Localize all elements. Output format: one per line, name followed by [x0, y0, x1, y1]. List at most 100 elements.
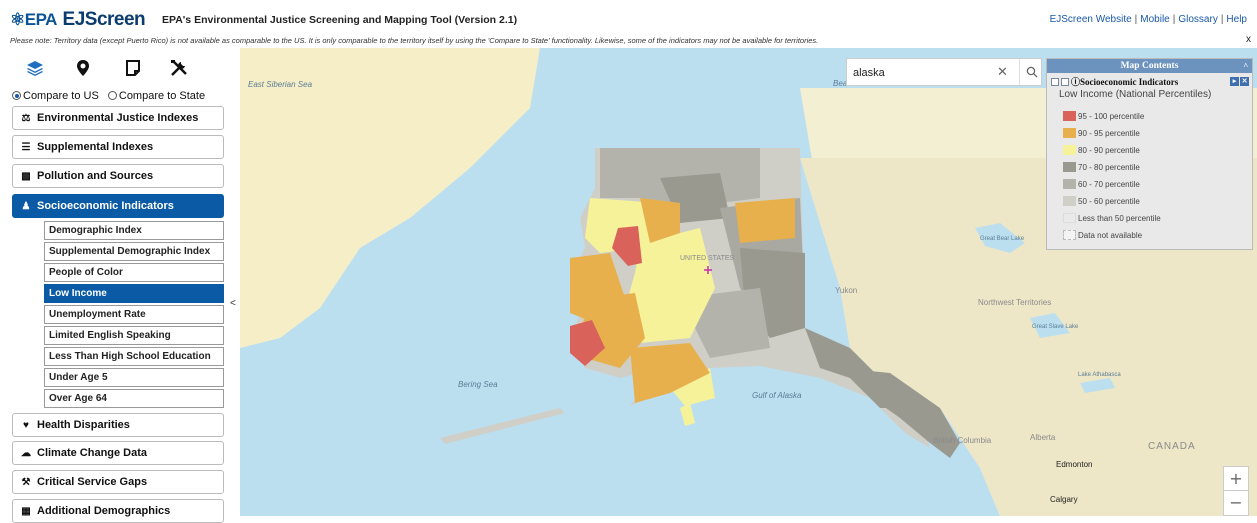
link-help[interactable]: Help: [1226, 14, 1247, 25]
clear-search-icon[interactable]: ✕: [997, 65, 1008, 80]
legend-swatch: [1063, 145, 1076, 155]
scales-icon: ⚖: [21, 112, 31, 124]
legend-title: Low Income (National Percentiles): [1059, 89, 1212, 100]
legend-swatch: [1063, 179, 1076, 189]
label-calgary: Calgary: [1050, 495, 1078, 504]
label-edmonton: Edmonton: [1056, 460, 1093, 469]
category-socioeconomic-indicators[interactable]: ♟Socioeconomic Indicators: [12, 194, 224, 218]
label-great-slave-lake: Great Slave Lake: [1032, 324, 1079, 330]
compare-state-radio[interactable]: [107, 91, 117, 100]
sidebar-tabs: [8, 52, 224, 86]
tab-layers[interactable]: [14, 52, 56, 84]
tab-reports[interactable]: [112, 52, 154, 84]
label-yukon: Yukon: [835, 286, 858, 295]
zoom-out-button[interactable]: −: [1229, 493, 1243, 512]
category-supplemental-indexes[interactable]: ☰Supplemental Indexes: [12, 135, 224, 159]
legend-swatch: [1063, 230, 1076, 240]
map-contents-panel: Map Contents ˄ ⓘSocioeconomic Indicators…: [1046, 58, 1253, 250]
category-critical-service-gaps[interactable]: ⚒ Critical Service Gaps: [12, 470, 224, 494]
notice-close-button[interactable]: x: [1246, 34, 1251, 45]
category-label: Health Disparities: [37, 419, 130, 431]
legend-item: Data not available: [1063, 228, 1142, 242]
logo-epa-text: EPA: [24, 10, 57, 29]
label-northwest-territories: Northwest Territories: [978, 298, 1052, 307]
label-gulf-of-alaska: Gulf of Alaska: [752, 391, 802, 400]
sub-demographic-index[interactable]: Demographic Index: [44, 221, 224, 240]
collapse-sidebar-button[interactable]: <: [230, 298, 236, 309]
sub-supplemental-demographic-index[interactable]: Supplemental Demographic Index: [44, 242, 224, 261]
layer-visibility-checkbox[interactable]: [1061, 78, 1069, 86]
layer-expand-toggle[interactable]: [1051, 78, 1059, 86]
link-glossary[interactable]: Glossary: [1178, 14, 1218, 25]
label-alberta: Alberta: [1030, 433, 1056, 442]
collapse-chevron-icon[interactable]: ˄: [1243, 61, 1248, 70]
epa-logo[interactable]: ⚛EPA EJScreen: [10, 9, 146, 31]
legend-swatch: [1063, 111, 1076, 121]
compare-state-label: Compare to State: [118, 90, 206, 102]
legend-swatch: [1063, 196, 1076, 206]
label-lake-athabasca: Lake Athabasca: [1078, 372, 1121, 378]
category-ej-indexes[interactable]: ⚖ Environmental Justice Indexes: [12, 106, 224, 130]
link-ejscreen-website[interactable]: EJScreen Website: [1049, 14, 1132, 25]
report-icon: [126, 60, 140, 76]
category-label: Additional Demographics: [37, 505, 171, 517]
search-button[interactable]: [1019, 59, 1043, 85]
category-pollution-sources[interactable]: ▩ Pollution and Sources: [12, 164, 224, 188]
link-mobile[interactable]: Mobile: [1140, 14, 1170, 25]
sub-under-age-5[interactable]: Under Age 5: [44, 368, 224, 387]
search-input[interactable]: [853, 64, 993, 82]
legend-item: Less than 50 percentile: [1063, 211, 1161, 225]
legend-item: 70 - 80 percentile: [1063, 160, 1140, 174]
legend-item: 95 - 100 percentile: [1063, 109, 1144, 123]
label-great-bear-lake: Great Bear Lake: [980, 236, 1025, 242]
legend-item: 90 - 95 percentile: [1063, 126, 1140, 140]
app-header: ⚛EPA EJScreen EPA's Environmental Justic…: [0, 0, 1257, 34]
tab-places[interactable]: [62, 52, 104, 84]
chart-icon: ▦: [21, 505, 31, 517]
category-additional-demographics[interactable]: ▦ Additional Demographics: [12, 499, 224, 523]
layer-name: Socioeconomic Indicators: [1080, 77, 1179, 87]
sub-low-income[interactable]: Low Income: [44, 284, 224, 303]
legend-item: 60 - 70 percentile: [1063, 177, 1140, 191]
label-british-columbia: British Columbia: [933, 436, 992, 445]
legend-item: 50 - 60 percentile: [1063, 194, 1140, 208]
sub-limited-english[interactable]: Limited English Speaking: [44, 326, 224, 345]
sub-less-than-high-school[interactable]: Less Than High School Education: [44, 347, 224, 366]
layer-remove-icon[interactable]: ✕: [1240, 77, 1249, 86]
sub-unemployment-rate[interactable]: Unemployment Rate: [44, 305, 224, 324]
epa-logo-icon: ⚛: [10, 10, 25, 29]
wrench-icon: ⚒: [21, 476, 31, 488]
legend-swatch: [1063, 128, 1076, 138]
sidebar: Compare to US Compare to State ⚖ Environm…: [0, 48, 230, 523]
category-label: Climate Change Data: [37, 447, 148, 459]
top-links: EJScreen Website|Mobile|Glossary|Help: [1049, 14, 1247, 25]
legend-swatch: [1063, 162, 1076, 172]
compare-us-label: Compare to US: [23, 90, 99, 102]
legend-swatch: [1063, 213, 1076, 223]
category-label: Environmental Justice Indexes: [37, 112, 199, 124]
legend-layer-row: ⓘSocioeconomic Indicators ▸✕: [1051, 75, 1249, 87]
layer-options-icon[interactable]: ▸: [1230, 77, 1239, 86]
sub-over-age-64[interactable]: Over Age 64: [44, 389, 224, 408]
compare-us-radio[interactable]: [12, 91, 21, 100]
category-climate-change[interactable]: ☁Climate Change Data: [12, 441, 224, 465]
sub-people-of-color[interactable]: People of Color: [44, 263, 224, 282]
compare-options: Compare to US Compare to State: [12, 90, 211, 102]
tab-tools[interactable]: [158, 52, 200, 84]
category-health-disparities[interactable]: ♥Health Disparities: [12, 413, 224, 437]
layers-icon: [27, 61, 43, 76]
search-icon: [1026, 66, 1037, 78]
app-subtitle: EPA's Environmental Justice Screening an…: [162, 14, 518, 26]
people-icon: ♟: [21, 200, 31, 212]
legend-item: 80 - 90 percentile: [1063, 143, 1140, 157]
category-label: Critical Service Gaps: [37, 476, 148, 488]
zoom-in-button[interactable]: +: [1224, 467, 1248, 491]
label-united-states: UNITED STATES: [680, 255, 735, 262]
map-contents-header[interactable]: Map Contents ˄: [1047, 59, 1252, 73]
territory-notice: Please note: Territory data (except Puer…: [10, 36, 819, 45]
info-icon[interactable]: ⓘ: [1071, 77, 1081, 87]
factory-icon: ▩: [21, 170, 31, 182]
map-pin-icon: [77, 60, 89, 76]
category-label: Pollution and Sources: [37, 170, 154, 182]
label-canada: CANADA: [1148, 441, 1196, 452]
